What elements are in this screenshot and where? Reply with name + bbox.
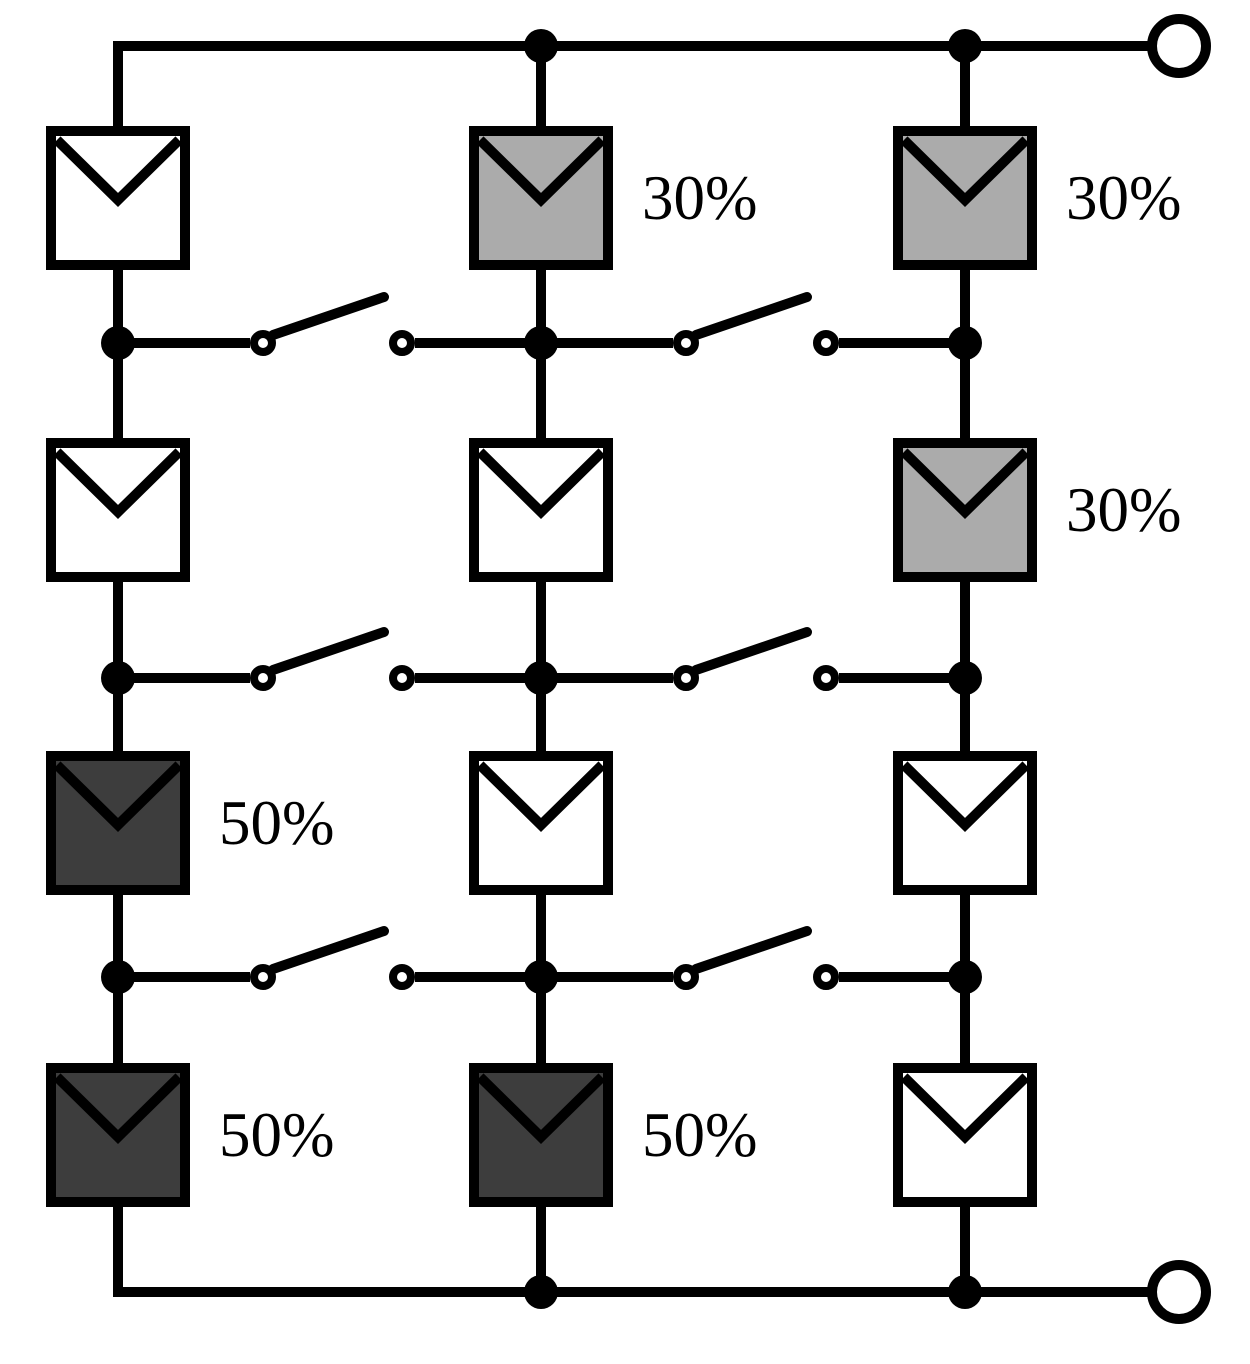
shading-label: 50% xyxy=(219,1100,334,1170)
row-switch-r1-2-open xyxy=(541,292,965,356)
output-terminal-top xyxy=(1147,14,1211,78)
switch-terminal xyxy=(389,665,415,691)
junction-dot xyxy=(948,29,982,63)
switch-blade xyxy=(691,627,812,675)
switch-blade xyxy=(268,292,389,340)
pv-module-r2c2 xyxy=(469,438,613,582)
junction-dot xyxy=(948,661,982,695)
shading-label: 30% xyxy=(1066,475,1181,545)
module-chevron-icon xyxy=(476,448,606,520)
shading-label: 50% xyxy=(219,788,334,858)
module-chevron-icon xyxy=(53,1073,183,1145)
pv-module-r1c2: 30% xyxy=(469,126,757,270)
pv-module-r3c1: 50% xyxy=(46,751,334,895)
module-chevron-icon xyxy=(900,448,1030,520)
switch-terminal xyxy=(250,665,276,691)
row-switch-r1-1-open xyxy=(118,292,541,356)
module-chevron-icon xyxy=(900,761,1030,833)
output-terminal-bottom xyxy=(1147,1260,1211,1324)
switch-terminal xyxy=(250,330,276,356)
switch-blade xyxy=(691,292,812,340)
module-chevron-icon xyxy=(900,1073,1030,1145)
pv-module-r1c1 xyxy=(46,126,190,270)
junction-dot xyxy=(524,661,558,695)
pv-module-r2c3: 30% xyxy=(893,438,1181,582)
row-switch-r3-1-open xyxy=(118,926,541,990)
pv-module-r4c2: 50% xyxy=(469,1063,757,1207)
switch-terminal xyxy=(813,330,839,356)
junction-dot xyxy=(524,1275,558,1309)
pv-module-r3c2 xyxy=(469,751,613,895)
switch-terminal xyxy=(813,964,839,990)
row-switch-r3-2-open xyxy=(541,926,965,990)
junction-dot xyxy=(101,661,135,695)
shading-label: 50% xyxy=(642,1100,757,1170)
junction-dot xyxy=(101,960,135,994)
shading-label: 30% xyxy=(642,163,757,233)
module-chevron-icon xyxy=(476,136,606,208)
pv-module-r4c1: 50% xyxy=(46,1063,334,1207)
junction-dot xyxy=(948,326,982,360)
pv-module-r1c3: 30% xyxy=(893,126,1181,270)
switch-blade xyxy=(691,926,812,974)
row-switch-r2-2-open xyxy=(541,627,965,691)
module-chevron-icon xyxy=(900,136,1030,208)
switch-blade xyxy=(268,627,389,675)
switch-terminal xyxy=(389,330,415,356)
switch-terminal xyxy=(250,964,276,990)
pv-module-r4c3 xyxy=(893,1063,1037,1207)
junction-dot xyxy=(101,326,135,360)
junction-dot xyxy=(524,326,558,360)
switch-terminal xyxy=(389,964,415,990)
switch-terminal xyxy=(673,665,699,691)
junction-dot xyxy=(948,1275,982,1309)
module-chevron-icon xyxy=(53,761,183,833)
module-chevron-icon xyxy=(476,761,606,833)
junction-dot xyxy=(524,960,558,994)
switch-terminal xyxy=(673,330,699,356)
switch-terminal xyxy=(813,665,839,691)
module-chevron-icon xyxy=(53,448,183,520)
module-chevron-icon xyxy=(53,136,183,208)
switch-blade xyxy=(268,926,389,974)
row-switch-r2-1-open xyxy=(118,627,541,691)
shading-label: 30% xyxy=(1066,163,1181,233)
junction-dot xyxy=(524,29,558,63)
junction-dot xyxy=(948,960,982,994)
switch-terminal xyxy=(673,964,699,990)
module-chevron-icon xyxy=(476,1073,606,1145)
pv-module-r3c3 xyxy=(893,751,1037,895)
pv-module-r2c1 xyxy=(46,438,190,582)
